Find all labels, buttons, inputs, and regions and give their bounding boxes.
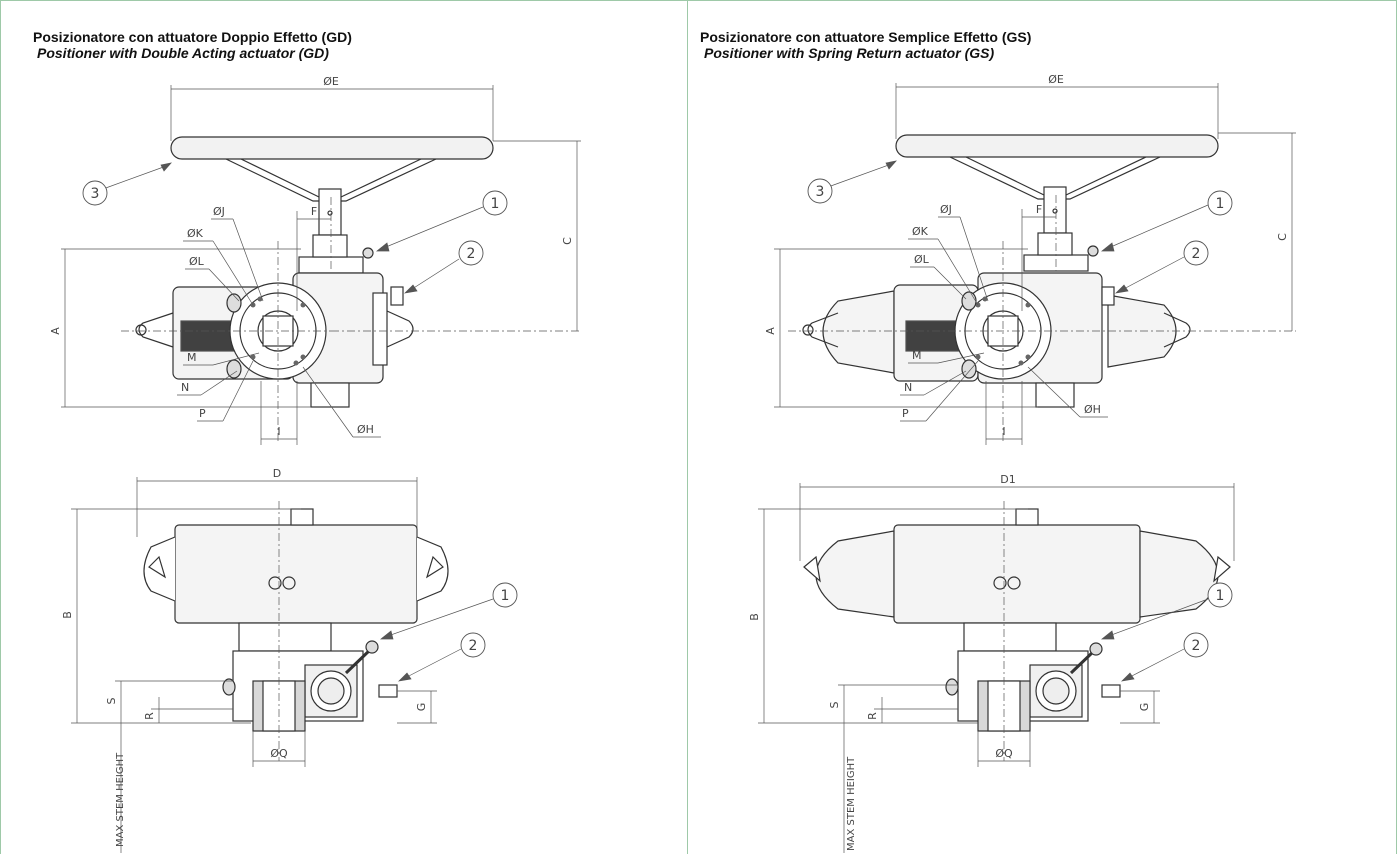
dim-D: D bbox=[273, 467, 281, 480]
actuator-front-view bbox=[803, 508, 1231, 732]
dim-Q: ØQ bbox=[270, 747, 288, 760]
dim-C: C bbox=[561, 237, 574, 245]
dim-I: I bbox=[1002, 425, 1005, 438]
actuator-front-view bbox=[143, 508, 449, 732]
dim-K: ØK bbox=[912, 225, 929, 238]
callout-circle bbox=[1183, 240, 1209, 266]
dim-N: N bbox=[181, 381, 189, 394]
dim-H: ØH bbox=[357, 423, 374, 436]
panel-title-italian: Posizionatore con attuatore Semplice Eff… bbox=[700, 29, 1032, 45]
dim-K: ØK bbox=[187, 227, 204, 240]
panel-double-acting: Posizionatore con attuatore Doppio Effet… bbox=[0, 0, 688, 854]
panel-title-italian: Posizionatore con attuatore Doppio Effet… bbox=[33, 29, 352, 45]
dim-G: G bbox=[415, 703, 428, 712]
dim-R: R bbox=[143, 712, 156, 720]
panel-title-english: Positioner with Double Acting actuator (… bbox=[37, 45, 329, 61]
callout-1b-label: 1 bbox=[1216, 588, 1225, 604]
callout-circle bbox=[807, 178, 833, 204]
dim-S: S bbox=[828, 701, 841, 708]
drawing-gd: 3 1 2 1 2 ØE C F ØJ ØK ØL A M N P ØH I D… bbox=[49, 75, 581, 853]
dim-L: ØL bbox=[189, 255, 205, 268]
callout-3-label: 3 bbox=[816, 184, 825, 200]
callout-circle bbox=[482, 190, 508, 216]
max-stem-height-label: MAX STEM HEIGHT bbox=[115, 752, 126, 847]
actuator-top-view bbox=[802, 232, 1191, 408]
handwheel bbox=[170, 136, 494, 236]
dim-G: G bbox=[1138, 703, 1151, 712]
dim-C: C bbox=[1276, 233, 1289, 241]
dim-H: ØH bbox=[1084, 403, 1101, 416]
callout-1b-label: 1 bbox=[501, 588, 510, 604]
dim-E: ØE bbox=[323, 75, 339, 88]
dim-A: A bbox=[764, 327, 777, 335]
dim-J: ØJ bbox=[940, 203, 952, 216]
dim-M: M bbox=[912, 349, 922, 362]
dim-Q: ØQ bbox=[995, 747, 1013, 760]
dim-S: S bbox=[105, 697, 118, 704]
callout-1-label: 1 bbox=[1216, 196, 1225, 212]
callout-2b-label: 2 bbox=[1192, 638, 1201, 654]
dim-J: ØJ bbox=[213, 205, 225, 218]
dim-F: F bbox=[311, 205, 317, 218]
dim-I: I bbox=[277, 425, 280, 438]
callout-circle bbox=[1183, 632, 1209, 658]
callout-circle bbox=[492, 582, 518, 608]
callout-circle bbox=[1207, 190, 1233, 216]
callout-circle bbox=[1207, 582, 1233, 608]
callout-1-label: 1 bbox=[491, 196, 500, 212]
dim-B: B bbox=[61, 611, 74, 619]
callout-2b-label: 2 bbox=[469, 638, 478, 654]
callout-3-label: 3 bbox=[91, 186, 100, 202]
handwheel bbox=[895, 134, 1219, 234]
dim-A: A bbox=[49, 327, 62, 335]
actuator-top-view bbox=[135, 234, 414, 408]
dim-L: ØL bbox=[914, 253, 930, 266]
dim-M: M bbox=[187, 351, 197, 364]
max-stem-height-label: MAX STEM HEIGHT bbox=[846, 756, 857, 851]
dim-D1: D1 bbox=[1000, 473, 1015, 486]
dim-N: N bbox=[904, 381, 912, 394]
drawing-gs: 3 1 2 1 2 ØE C F ØJ ØK ØL A M N P ØH I D… bbox=[748, 73, 1296, 853]
dim-P: P bbox=[902, 407, 909, 420]
panel-spring-return: Posizionatore con attuatore Semplice Eff… bbox=[688, 0, 1397, 854]
callout-circle bbox=[82, 180, 108, 206]
dim-P: P bbox=[199, 407, 206, 420]
dim-B: B bbox=[748, 613, 761, 621]
callout-2-label: 2 bbox=[1192, 246, 1201, 262]
dim-E: ØE bbox=[1048, 73, 1064, 86]
panel-title-english: Positioner with Spring Return actuator (… bbox=[704, 45, 995, 61]
dim-R: R bbox=[866, 712, 879, 720]
callout-circle bbox=[460, 632, 486, 658]
dim-F: F bbox=[1036, 203, 1042, 216]
callout-circle bbox=[458, 240, 484, 266]
callout-2-label: 2 bbox=[467, 246, 476, 262]
